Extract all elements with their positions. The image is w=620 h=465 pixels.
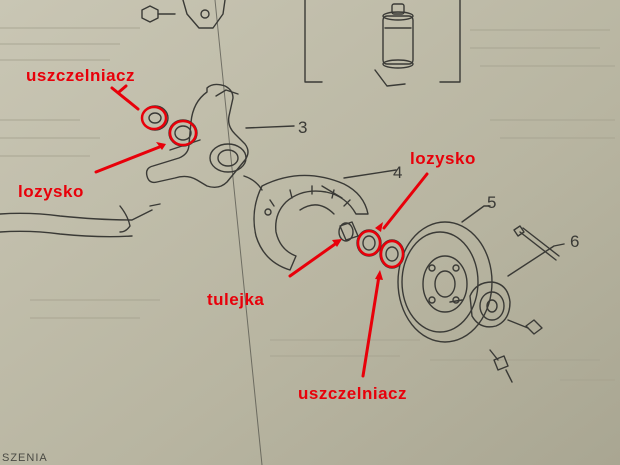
part-number-5: 5 (487, 193, 497, 212)
part-number-6: 6 (570, 232, 580, 251)
annotation-seal-bottom: uszczelniacz (298, 384, 407, 403)
footer-text: SZENIA (2, 452, 48, 464)
annotation-bearing-left: lozysko (18, 182, 84, 201)
annotation-seal-top: uszczelniacz (26, 66, 135, 85)
part-number-4: 4 (393, 163, 403, 182)
part-number-3: 3 (298, 118, 308, 137)
annotation-bushing: tulejka (207, 290, 265, 309)
annotation-bearing-right: lozysko (410, 149, 476, 168)
